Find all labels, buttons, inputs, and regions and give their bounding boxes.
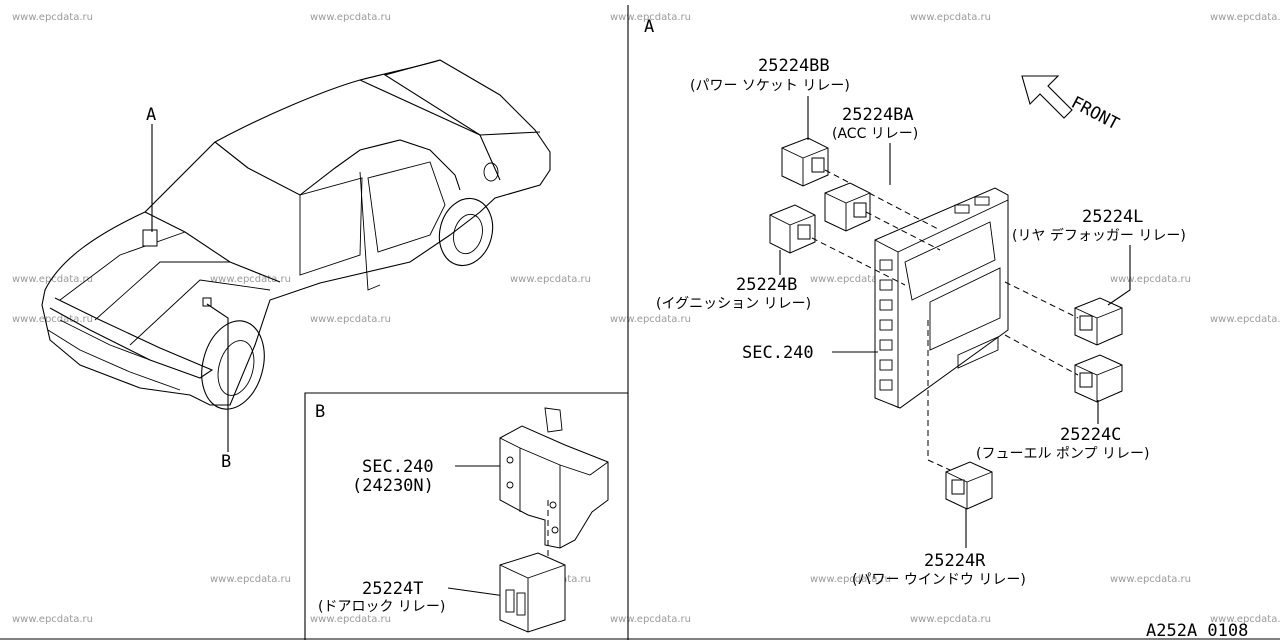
location-marker-b bbox=[202, 297, 212, 307]
detail-a-title: A bbox=[644, 17, 654, 37]
install-guide-line bbox=[1004, 281, 1079, 319]
front-label: FRONT bbox=[1068, 93, 1123, 135]
watermark: www.epcdata.ru bbox=[12, 614, 93, 625]
watermark: www.epcdata.ru bbox=[810, 274, 891, 285]
car-label-a: A bbox=[146, 105, 156, 125]
relay-name: (ACC リレー) bbox=[832, 126, 918, 142]
relay-code: 25224L bbox=[1082, 207, 1143, 227]
door-lock-relay bbox=[499, 552, 566, 633]
leader-line bbox=[206, 303, 229, 452]
junction-block bbox=[874, 187, 1009, 409]
watermark: www.epcdata.ru bbox=[310, 12, 391, 23]
relay-25224l bbox=[1074, 297, 1123, 346]
watermark: www.epcdata.ru bbox=[1110, 574, 1191, 585]
watermark: www.epcdata.ru bbox=[510, 274, 591, 285]
relay-name: (パワー ソケット リレー) bbox=[690, 78, 850, 94]
diagram-code: A252A 0108 bbox=[1146, 621, 1248, 640]
watermark: www.epcdata.ru bbox=[210, 274, 291, 285]
relay-code: 25224BB bbox=[758, 56, 830, 76]
relay-25224b bbox=[769, 204, 816, 254]
relay-25224r bbox=[945, 461, 993, 510]
watermark: www.epcdata.ru bbox=[610, 614, 691, 625]
watermark: www.epcdata.ru bbox=[810, 574, 891, 585]
watermark: www.epcdata.ru bbox=[1110, 274, 1191, 285]
install-guide-line bbox=[927, 320, 951, 471]
relay-name: (イグニッション リレー) bbox=[656, 296, 811, 312]
panel-frames bbox=[0, 5, 1280, 640]
install-guide-line bbox=[1004, 334, 1079, 376]
detail-b-title: B bbox=[315, 402, 325, 422]
watermark: www.epcdata.ru bbox=[12, 274, 93, 285]
relay-code: 25224B bbox=[736, 275, 797, 295]
front-arrow-icon bbox=[1021, 75, 1073, 119]
detail-b-sec-sub: (24230N) bbox=[352, 476, 434, 496]
watermark: www.epcdata.ru bbox=[210, 574, 291, 585]
relay-25224bb bbox=[781, 137, 829, 187]
watermark: www.epcdata.ru bbox=[610, 12, 691, 23]
relay-code: 25224R bbox=[924, 551, 986, 571]
relay-code: 25224C bbox=[1060, 425, 1121, 445]
watermark: www.epcdata.ru bbox=[310, 314, 391, 325]
relay-25224c bbox=[1074, 354, 1123, 403]
car-label-b: B bbox=[221, 452, 231, 472]
detail-b-frame bbox=[304, 392, 628, 640]
watermark: www.epcdata.ru bbox=[1210, 12, 1280, 23]
detail-b-relay-name: (ドアロック リレー) bbox=[318, 599, 445, 615]
watermark: www.epcdata.ru bbox=[310, 614, 391, 625]
watermark: www.epcdata.ru bbox=[910, 614, 991, 625]
detail-b-sec-label: SEC.240 bbox=[362, 457, 434, 477]
install-guide-line bbox=[811, 237, 906, 286]
watermark: www.epcdata.ru bbox=[1210, 314, 1280, 325]
relay-25224ba bbox=[824, 182, 871, 232]
detail-b-relay-code: 25224T bbox=[362, 579, 423, 599]
car-illustration bbox=[41, 59, 551, 452]
relay-name: (パワー ウインドウ リレー) bbox=[852, 572, 1026, 588]
relay-code: 25224BA bbox=[842, 105, 914, 125]
relay-name: (リヤ デフォッガー リレー) bbox=[1012, 227, 1186, 244]
leader-line bbox=[1107, 245, 1131, 306]
watermark: www.epcdata.ru bbox=[910, 12, 991, 23]
door-lock-bracket bbox=[499, 407, 609, 560]
install-guide-line bbox=[824, 169, 941, 231]
location-marker-a bbox=[142, 229, 158, 247]
relay-name: (フューエル ポンプ リレー) bbox=[976, 446, 1149, 462]
install-guide-line bbox=[865, 211, 941, 251]
junction-block-sec-label: SEC.240 bbox=[742, 343, 814, 363]
watermark: www.epcdata.ru bbox=[12, 314, 93, 325]
leader-line bbox=[447, 587, 506, 597]
watermark: www.epcdata.ru bbox=[610, 314, 691, 325]
watermark: www.epcdata.ru bbox=[12, 12, 93, 23]
watermark: www.epcdata.ru bbox=[1210, 614, 1280, 625]
